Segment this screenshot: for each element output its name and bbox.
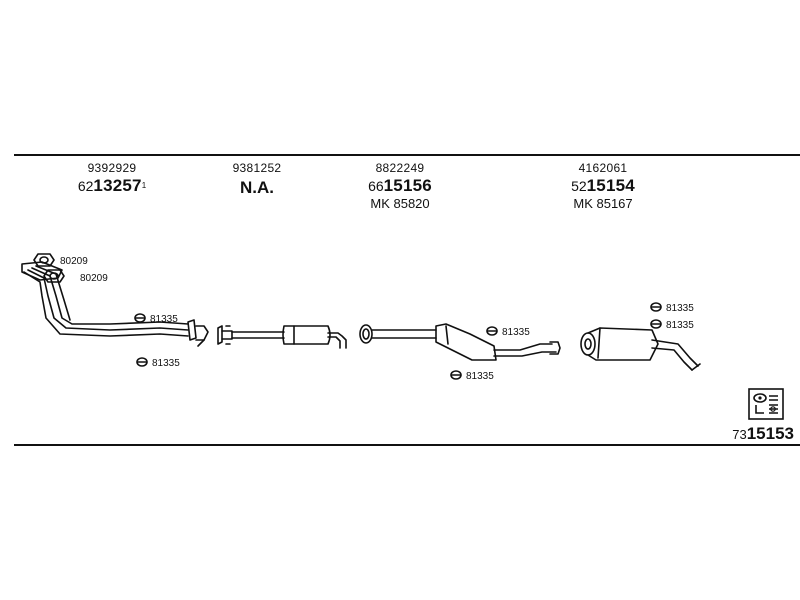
kit-number: 7315153 bbox=[732, 424, 794, 443]
part-number: 6615156 bbox=[368, 176, 432, 195]
oem-number: 9381252 bbox=[232, 161, 282, 175]
clamp-label: 81335 bbox=[666, 320, 694, 331]
gasket-label: 80209 bbox=[80, 273, 108, 284]
clamp-label: 81335 bbox=[150, 314, 178, 325]
part-number: 5215154 bbox=[571, 176, 635, 195]
rear-silencer bbox=[580, 327, 701, 371]
column-intermediate-pipe: 9381252 N.A. bbox=[233, 161, 282, 197]
oem-number: 9392929 bbox=[87, 161, 137, 175]
clamp-label: 81335 bbox=[666, 303, 694, 314]
gasket-parts bbox=[33, 253, 65, 283]
oem-number: 8822249 bbox=[375, 161, 425, 175]
top-rule bbox=[14, 154, 800, 156]
clamp-label: 81335 bbox=[466, 371, 494, 382]
mounting-kit-icon bbox=[748, 388, 784, 420]
oem-number: 4162061 bbox=[578, 161, 628, 175]
not-available-label: N.A. bbox=[239, 178, 274, 197]
mounting-kit-number: MK 85167 bbox=[573, 196, 633, 211]
column-front-pipe: 9392929 62132571 bbox=[78, 161, 146, 195]
bottom-rule bbox=[14, 444, 800, 446]
gasket-label: 80209 bbox=[60, 256, 88, 267]
intermediate-pipe bbox=[217, 325, 347, 349]
clamp-label: 81335 bbox=[152, 358, 180, 369]
clamp-label: 81335 bbox=[502, 327, 530, 338]
column-rear-silencer: 4162061 5215154 MK 85167 bbox=[571, 161, 635, 212]
column-middle-silencer: 8822249 6615156 MK 85820 bbox=[368, 161, 432, 212]
front-pipe bbox=[21, 261, 209, 347]
part-number: 62132571 bbox=[77, 176, 147, 195]
middle-silencer bbox=[359, 323, 561, 361]
mounting-kit-number: MK 85820 bbox=[370, 196, 430, 211]
clamp-icons bbox=[134, 302, 662, 380]
